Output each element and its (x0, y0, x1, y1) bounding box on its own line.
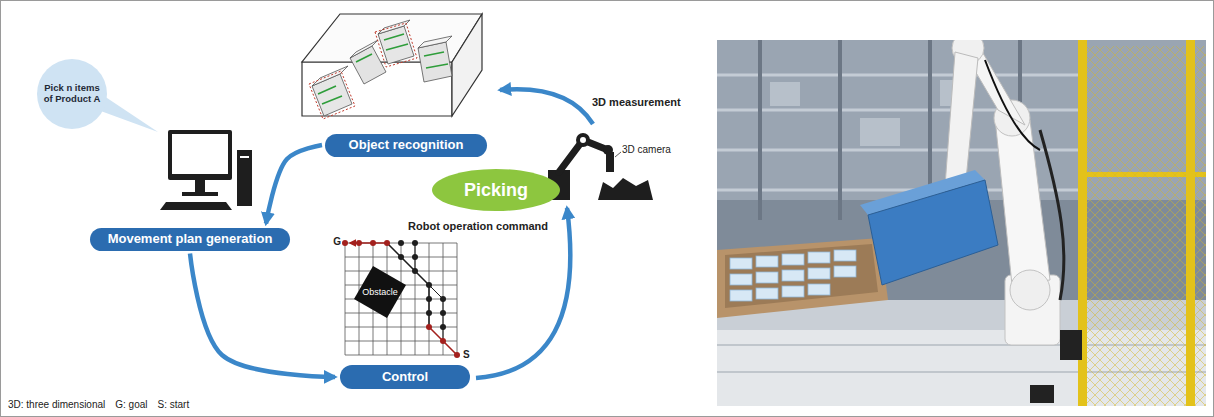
process-pill: Control (340, 365, 470, 389)
node-text: Pick n items of Product A (43, 83, 101, 105)
tray-side (452, 14, 482, 116)
node-text: Picking (464, 180, 528, 201)
node-text: Object recognition (349, 137, 464, 153)
bin (717, 238, 888, 318)
robot-joint-center (580, 137, 586, 143)
camera (1030, 385, 1054, 403)
tower (237, 150, 252, 206)
monitor-stand (195, 180, 205, 192)
fence-mesh (1087, 46, 1186, 406)
bin-items (730, 250, 856, 301)
speech-bubble: Pick n items of Product A (37, 59, 107, 129)
work-items (598, 178, 653, 200)
keyboard (160, 202, 232, 210)
flow-label: 3D measurement (592, 96, 681, 109)
footnote: G: goal (115, 399, 147, 411)
monitor-base (182, 192, 218, 196)
process-pill: Object recognition (325, 134, 487, 157)
robot-wrist (945, 52, 978, 190)
obstacle-square-outline (354, 266, 406, 318)
planning-grid (342, 240, 460, 358)
leader-line (615, 152, 621, 157)
center-ellipse: Picking (432, 169, 560, 211)
held-box (868, 180, 998, 285)
rack-boxes (770, 80, 970, 146)
feature-lines (318, 34, 448, 104)
detected-outlines (309, 23, 417, 119)
object-cubes (312, 20, 452, 116)
command-arrow (476, 208, 570, 378)
fence-post (1186, 40, 1195, 406)
bin-inside (725, 244, 878, 308)
process-pill: Movement plan generation (90, 228, 290, 251)
footnote: 3D: three dimensional (8, 399, 105, 411)
computer-icon (160, 130, 252, 210)
screen (172, 134, 228, 174)
tower-slot (240, 156, 249, 158)
sensor (1060, 330, 1082, 360)
node-text: Control (382, 369, 428, 385)
robot-lower-arm (995, 118, 1050, 285)
obstacle-square: Obstacle (352, 264, 408, 320)
grid-marker: S (463, 349, 470, 361)
goal-path (350, 242, 387, 244)
part-label: 3D camera (622, 144, 671, 156)
flow-arrow (190, 254, 335, 378)
path-dots (342, 240, 460, 358)
monitor (168, 130, 232, 180)
flow-label: Robot operation command (408, 220, 548, 233)
tray-illustration (302, 14, 482, 119)
robot-icon (548, 133, 653, 200)
robot-cable (1040, 130, 1064, 300)
photo-ground (717, 40, 1206, 406)
robot-joint (576, 133, 590, 147)
measurement-arrow (500, 89, 593, 124)
footnote: S: start (158, 399, 190, 411)
camera-tool (606, 152, 614, 172)
robot-photo (717, 40, 1206, 406)
robot-shoulder (1010, 270, 1050, 310)
node-text: Obstacle (362, 287, 398, 297)
search-branch (415, 243, 443, 341)
grid-lines (345, 243, 457, 355)
grid-marker: G (333, 236, 341, 248)
node-text: Movement plan generation (108, 231, 273, 247)
fence-mesh (1195, 46, 1206, 406)
robot-cable (985, 60, 1040, 150)
start-path (429, 327, 457, 355)
bubble-tail (98, 96, 158, 132)
flow-arrow (266, 145, 322, 224)
